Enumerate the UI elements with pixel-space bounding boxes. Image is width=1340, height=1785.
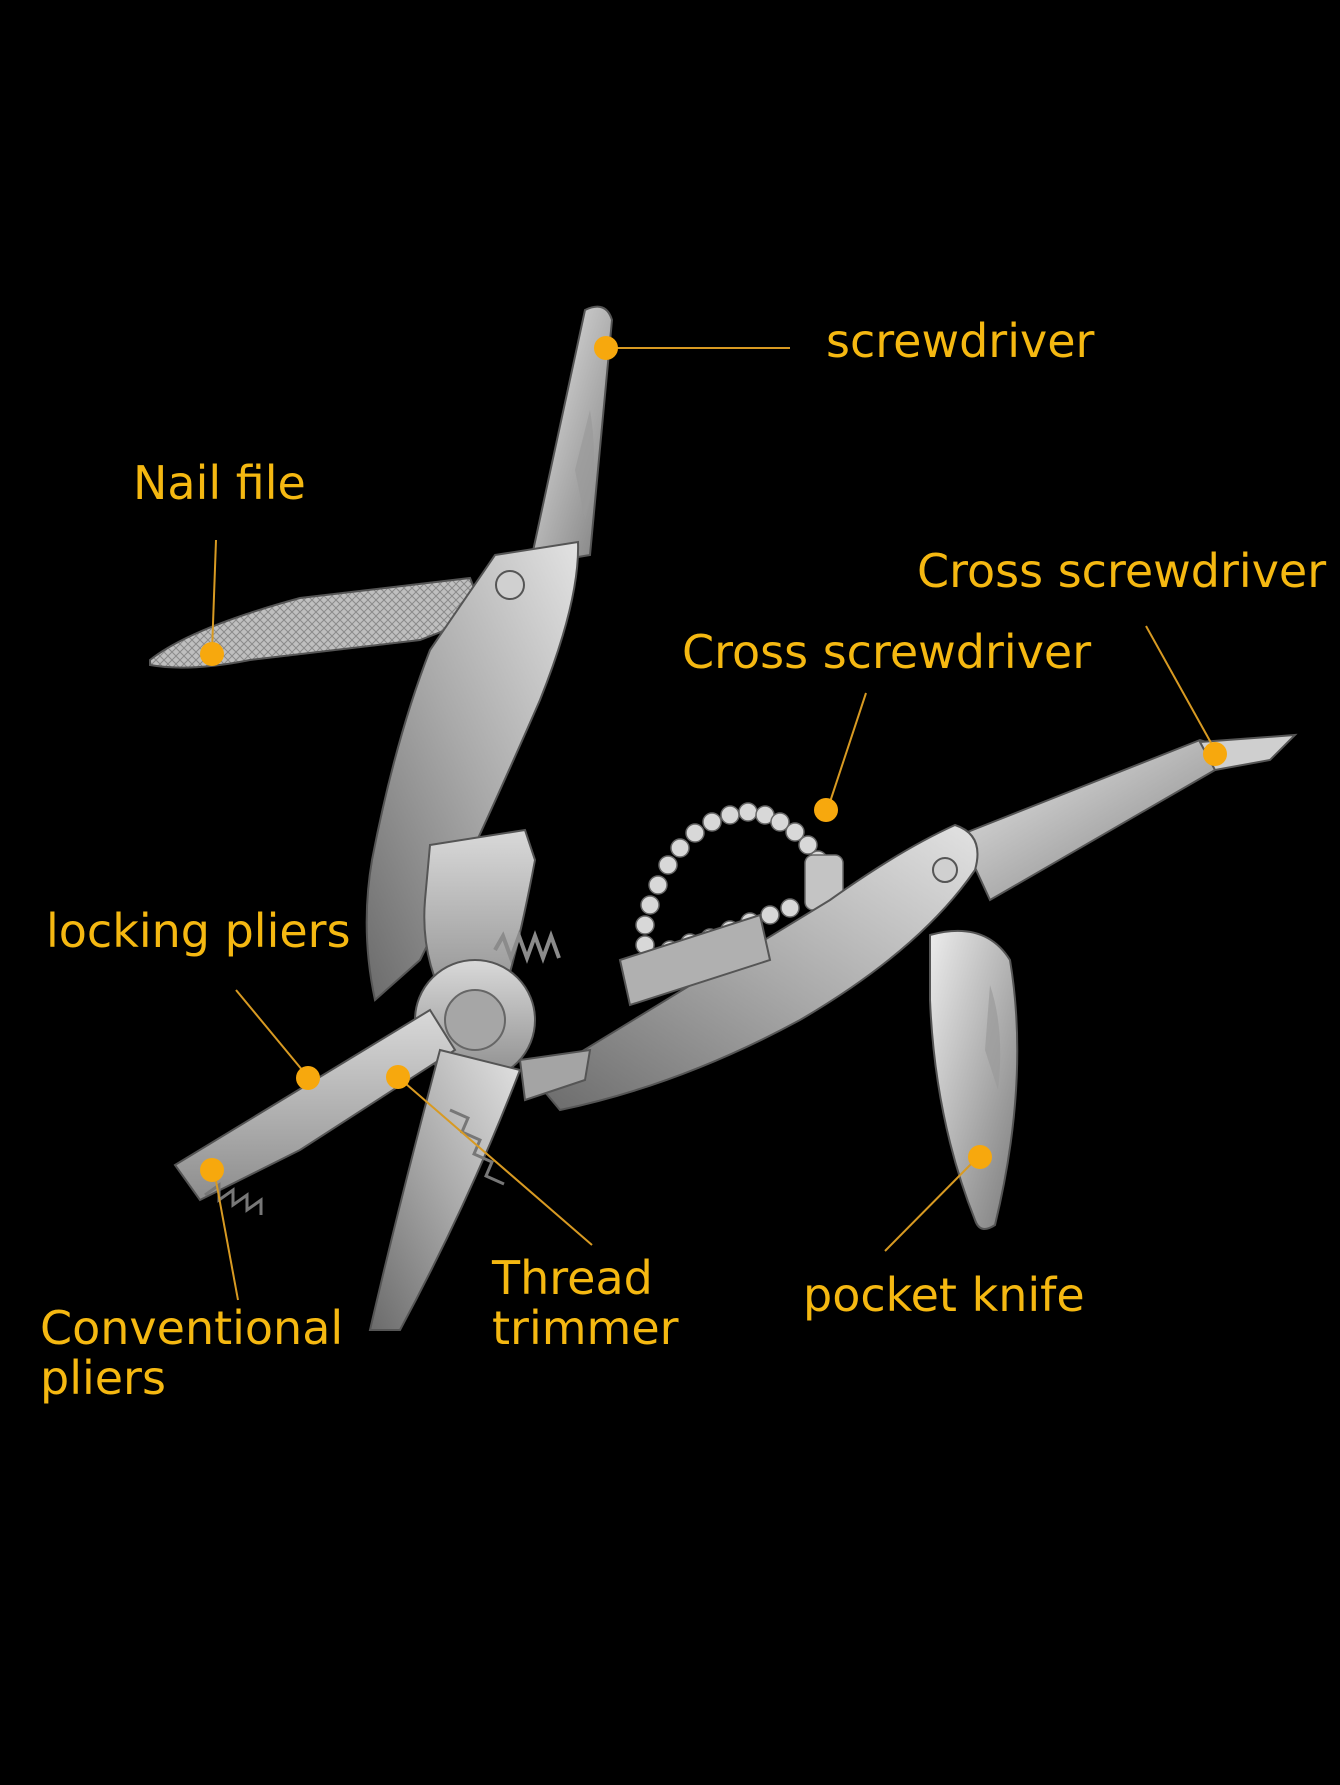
label-locking-pliers: locking pliers xyxy=(46,904,351,958)
label-cross-screwdriver-right: Cross screwdriver xyxy=(917,544,1327,598)
label-pocket-knife: pocket knife xyxy=(803,1268,1085,1322)
marker-locking-pliers xyxy=(296,1066,320,1090)
marker-pocket-knife xyxy=(968,1145,992,1169)
leader-conventional-pliers xyxy=(213,1169,239,1301)
label-nail-file: Nail file xyxy=(133,456,306,510)
leader-nail-file xyxy=(211,539,217,653)
label-screwdriver: screwdriver xyxy=(826,314,1095,368)
spring xyxy=(493,930,561,964)
lower-handle xyxy=(533,823,979,1112)
marker-conventional-pliers xyxy=(200,1158,224,1182)
marker-screwdriver xyxy=(594,336,618,360)
label-conventional-pliers: Conventional pliers xyxy=(40,1301,344,1405)
label-cross-screwdriver-center: Cross screwdriver xyxy=(682,625,1092,679)
leader-pocket-knife xyxy=(884,1156,979,1252)
leader-cross-screwdriver-right xyxy=(1145,625,1216,751)
upper-handle xyxy=(365,540,580,1002)
lower-jaw xyxy=(173,1008,457,1202)
leader-locking-pliers xyxy=(235,989,309,1078)
marker-cross-screwdriver-center xyxy=(814,798,838,822)
marker-cross-screwdriver-right xyxy=(1203,742,1227,766)
leader-thread-trimmer xyxy=(397,1076,593,1246)
marker-thread-trimmer xyxy=(386,1065,410,1089)
label-thread-trimmer: Thread trimmer xyxy=(492,1251,679,1355)
leader-cross-screwdriver-center xyxy=(827,692,867,809)
lower-jaw-tip xyxy=(368,1048,522,1331)
screwdriver-blade xyxy=(528,305,614,567)
marker-nail-file xyxy=(200,642,224,666)
pocket-knife-blade xyxy=(929,929,1019,1230)
cross-screwdriver-blade xyxy=(958,738,1227,902)
